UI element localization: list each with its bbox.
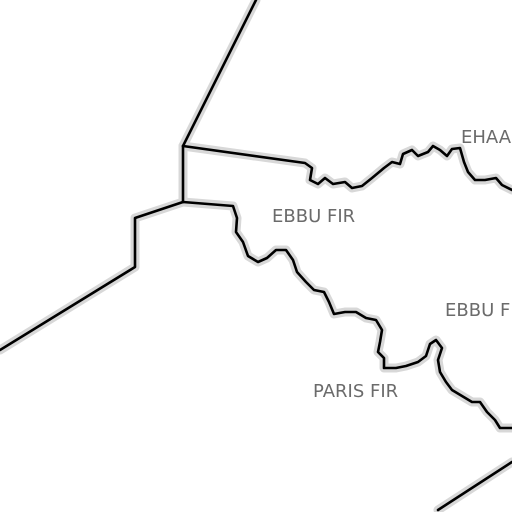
label-ehaa: EHAA [461,127,512,148]
label-ebbu-fir-north: EBBU FIR [272,206,355,227]
border-ebbu-ehaa[interactable] [181,144,512,192]
fir-labels: EHAA EBBU FIR EBBU FIR PARIS FIR [272,127,512,402]
border-west[interactable] [0,200,185,352]
border-northwest-line[interactable] [181,0,258,148]
border-ebbu-paris[interactable] [181,200,512,430]
label-ebbu-fir-east: EBBU FIR [445,300,512,321]
halo-west-border [0,197,188,355]
label-paris-fir: PARIS FIR [313,381,398,402]
border-southeast-line[interactable] [436,460,512,512]
